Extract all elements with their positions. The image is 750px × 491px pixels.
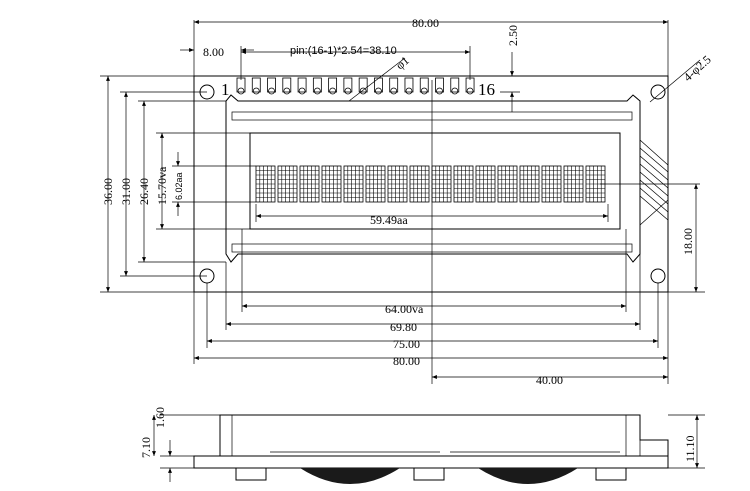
pin — [450, 77, 460, 95]
dim-half-width: 40.00 — [536, 373, 563, 387]
pin-last-label: 16 — [478, 80, 495, 99]
dim-aa-width: 59.49aa — [370, 213, 408, 227]
pin — [236, 77, 246, 95]
character-cell — [299, 165, 320, 203]
character-cell — [519, 165, 540, 203]
dim-pin-pitch: pin:(16-1)*2.54=38.10 — [290, 45, 397, 57]
pin — [312, 77, 322, 95]
character-cell — [255, 165, 276, 203]
blob-left — [300, 468, 400, 484]
character-cell — [387, 165, 408, 203]
pin — [267, 77, 276, 95]
dim-overall-height: 36.00 — [101, 178, 115, 205]
character-cell — [321, 165, 342, 203]
pin — [328, 77, 338, 95]
flex-cable — [639, 139, 669, 226]
character-cell — [541, 165, 562, 203]
dim-va-height: 15.70va — [155, 166, 169, 205]
dim-bezel-height: 26.40 — [137, 178, 151, 205]
pin — [297, 77, 307, 95]
pin — [282, 77, 292, 95]
mount-hole-tr — [650, 84, 666, 100]
character-cell — [497, 165, 518, 203]
dim-bottom-width: 80.00 — [393, 354, 420, 368]
dimension-lines — [100, 20, 705, 384]
pin — [358, 77, 368, 95]
dim-right-height: 18.00 — [681, 228, 695, 255]
character-cell — [343, 165, 364, 203]
dim-overall-width: 80.00 — [412, 16, 439, 30]
pin — [435, 77, 444, 95]
side-pcb — [193, 455, 669, 469]
character-cell — [365, 165, 386, 203]
dim-pin-offset: 8.00 — [203, 45, 224, 59]
pin — [251, 77, 261, 95]
character-cells — [255, 165, 606, 203]
pin — [465, 77, 475, 95]
mount-hole-br — [650, 268, 666, 284]
character-cell — [475, 165, 496, 203]
dim-mount-holes: 4-φ2.5 — [681, 52, 714, 84]
dim-top-offset: 2.50 — [506, 25, 520, 46]
dim-aa-height: 6.02aa — [174, 172, 184, 200]
pin — [343, 77, 353, 95]
character-cell — [453, 165, 474, 203]
character-cell — [563, 165, 584, 203]
side-bezel — [219, 414, 669, 456]
dim-bezel-depth: 7.10 — [139, 437, 153, 458]
character-cell — [431, 165, 452, 203]
dim-inner-height: 31.00 — [119, 178, 133, 205]
dim-bezel-width: 69.80 — [390, 320, 417, 334]
pin — [389, 77, 399, 95]
dim-total-depth: 11.10 — [683, 435, 697, 462]
character-cell — [277, 165, 298, 203]
pin — [404, 77, 414, 95]
viewing-area — [249, 132, 621, 230]
front-view — [193, 75, 700, 384]
pin — [419, 77, 429, 95]
dim-va-width: 64.00va — [385, 302, 424, 316]
pin-row — [236, 77, 475, 95]
side-view — [152, 414, 705, 484]
character-cell — [409, 165, 430, 203]
dim-hole-span: 75.00 — [393, 337, 420, 351]
blob-right — [478, 468, 578, 484]
dim-pcb-thickness: 1.60 — [153, 407, 167, 428]
pin-first-label: 1 — [221, 80, 230, 99]
